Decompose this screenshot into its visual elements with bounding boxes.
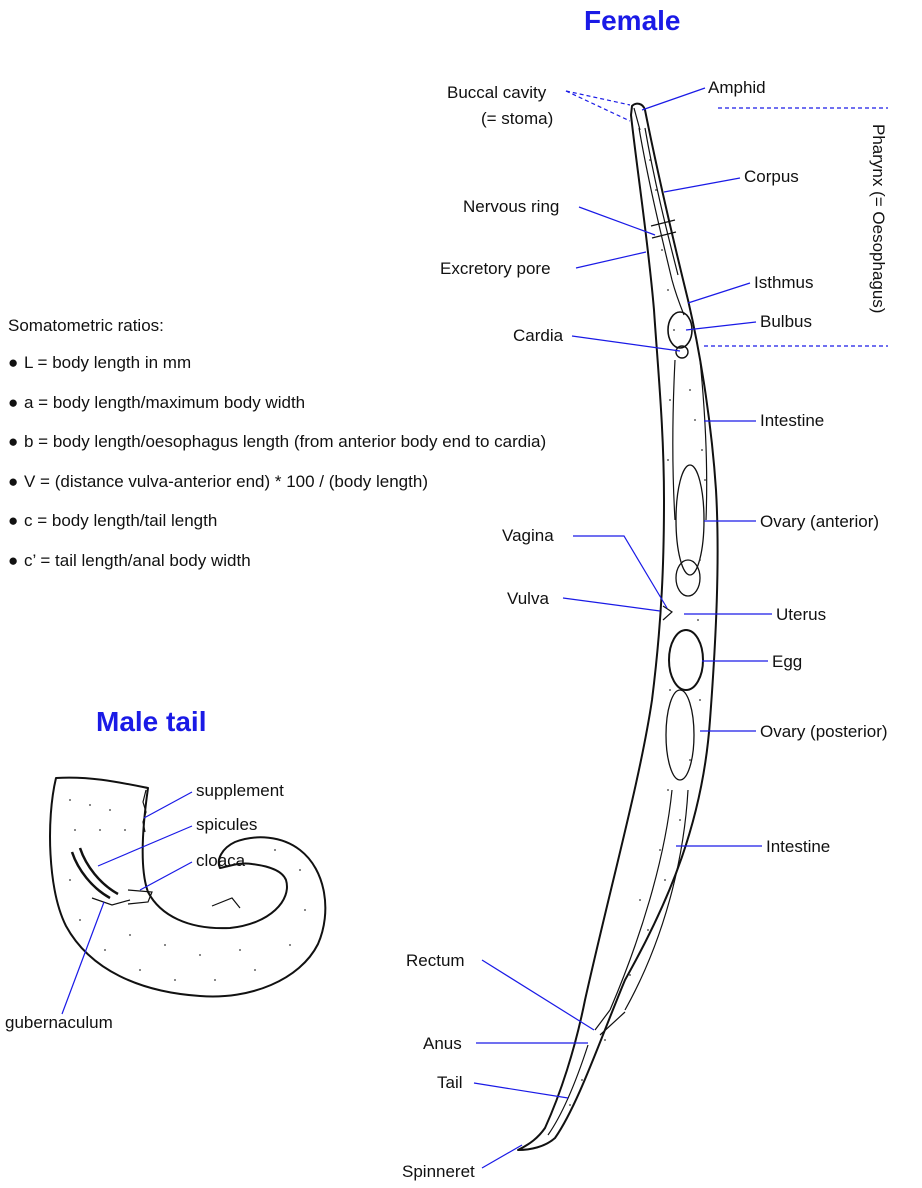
label-buccal-cavity: Buccal cavity bbox=[447, 83, 547, 102]
svg-text:●: ● bbox=[8, 353, 18, 372]
somatometric-ratios: Somatometric ratios: ● L = body length i… bbox=[8, 316, 546, 570]
leader-amphid bbox=[642, 88, 705, 110]
label-rectum: Rectum bbox=[406, 951, 465, 970]
ratio-item-label: L = body length in mm bbox=[24, 353, 191, 372]
ratio-item: ● c = body length/tail length bbox=[8, 511, 217, 530]
spicule-shape bbox=[72, 848, 118, 898]
leader-corpus bbox=[664, 178, 740, 192]
gubernaculum-shape bbox=[92, 898, 130, 905]
label-stoma: (= stoma) bbox=[481, 109, 553, 128]
ratio-item-label: c’ = tail length/anal body width bbox=[24, 551, 251, 570]
leader-spinneret bbox=[482, 1145, 522, 1168]
ratio-item: ● c’ = tail length/anal body width bbox=[8, 551, 251, 570]
leader-excretory-pore bbox=[576, 252, 646, 268]
label-nervous-ring: Nervous ring bbox=[463, 197, 559, 216]
leader-gubernaculum bbox=[62, 902, 104, 1014]
svg-text:●: ● bbox=[8, 551, 18, 570]
leader-bulbus bbox=[686, 322, 756, 330]
male-tail-stippling bbox=[69, 799, 306, 981]
cloaca-shape bbox=[128, 890, 152, 904]
label-intestine-posterior: Intestine bbox=[766, 837, 830, 856]
label-isthmus: Isthmus bbox=[754, 273, 814, 292]
label-anus: Anus bbox=[423, 1034, 462, 1053]
svg-text:●: ● bbox=[8, 472, 18, 491]
ratio-item-label: a = body length/maximum body width bbox=[24, 393, 305, 412]
label-spinneret: Spinneret bbox=[402, 1162, 475, 1181]
vulva-shape bbox=[663, 606, 672, 620]
label-pharynx: Pharynx (= Oesophagus) bbox=[869, 124, 888, 313]
ratio-item-label: c = body length/tail length bbox=[24, 511, 217, 530]
male-tail-outline bbox=[50, 778, 325, 997]
label-cardia: Cardia bbox=[513, 326, 564, 345]
leader-vagina bbox=[573, 536, 667, 608]
stylet-stoma bbox=[634, 108, 640, 130]
ratio-item: ● V = (distance vulva-anterior end) * 10… bbox=[8, 472, 428, 491]
ratio-item: ● L = body length in mm bbox=[8, 353, 191, 372]
intestine-posterior-shape bbox=[610, 790, 688, 1010]
leader-vulva bbox=[563, 598, 660, 611]
ovary-posterior-shape bbox=[666, 690, 694, 780]
label-corpus: Corpus bbox=[744, 167, 799, 186]
svg-text:●: ● bbox=[8, 393, 18, 412]
tail-shape bbox=[548, 1045, 588, 1135]
label-gubernaculum: gubernaculum bbox=[5, 1013, 113, 1032]
male-tail-drawing bbox=[50, 778, 325, 997]
leader-buccal-cavity-1 bbox=[566, 91, 630, 105]
female-title: Female bbox=[584, 5, 681, 36]
leader-tail bbox=[474, 1083, 568, 1098]
label-uterus: Uterus bbox=[776, 605, 826, 624]
label-cloaca: cloaca bbox=[196, 851, 246, 870]
ovary-anterior-oocyte bbox=[676, 560, 700, 596]
label-bulbus: Bulbus bbox=[760, 312, 812, 331]
label-excretory-pore: Excretory pore bbox=[440, 259, 551, 278]
label-ovary-posterior: Ovary (posterior) bbox=[760, 722, 888, 741]
tail-tip-shape bbox=[212, 898, 240, 908]
svg-text:●: ● bbox=[8, 432, 18, 451]
leader-isthmus bbox=[688, 283, 750, 303]
leader-supplement bbox=[144, 792, 192, 818]
ratios-heading: Somatometric ratios: bbox=[8, 316, 164, 335]
ratio-item-label: b = body length/oesophagus length (from … bbox=[24, 432, 546, 451]
label-vagina: Vagina bbox=[502, 526, 554, 545]
female-labels: Buccal cavity (= stoma) Amphid Pharynx (… bbox=[402, 78, 888, 1181]
leader-cardia bbox=[572, 336, 680, 351]
egg-shape bbox=[669, 630, 703, 690]
label-intestine-anterior: Intestine bbox=[760, 411, 824, 430]
label-spicules: spicules bbox=[196, 815, 257, 834]
pharynx-corpus bbox=[639, 128, 684, 315]
leader-cloaca bbox=[140, 862, 192, 890]
label-ovary-anterior: Ovary (anterior) bbox=[760, 512, 879, 531]
label-supplement: supplement bbox=[196, 781, 284, 800]
ovary-anterior-shape bbox=[676, 465, 704, 575]
leader-buccal-cavity-2 bbox=[566, 91, 630, 121]
label-tail: Tail bbox=[437, 1073, 463, 1092]
svg-text:●: ● bbox=[8, 511, 18, 530]
ratio-item: ● b = body length/oesophagus length (fro… bbox=[8, 432, 546, 451]
label-vulva: Vulva bbox=[507, 589, 549, 608]
rectum-shape bbox=[595, 1010, 625, 1035]
ratio-item-label: V = (distance vulva-anterior end) * 100 … bbox=[24, 472, 428, 491]
ratio-item: ● a = body length/maximum body width bbox=[8, 393, 305, 412]
leader-rectum bbox=[482, 960, 594, 1030]
label-amphid: Amphid bbox=[708, 78, 766, 97]
label-egg: Egg bbox=[772, 652, 802, 671]
body-stippling bbox=[569, 159, 706, 1106]
male-tail-title: Male tail bbox=[96, 706, 206, 737]
